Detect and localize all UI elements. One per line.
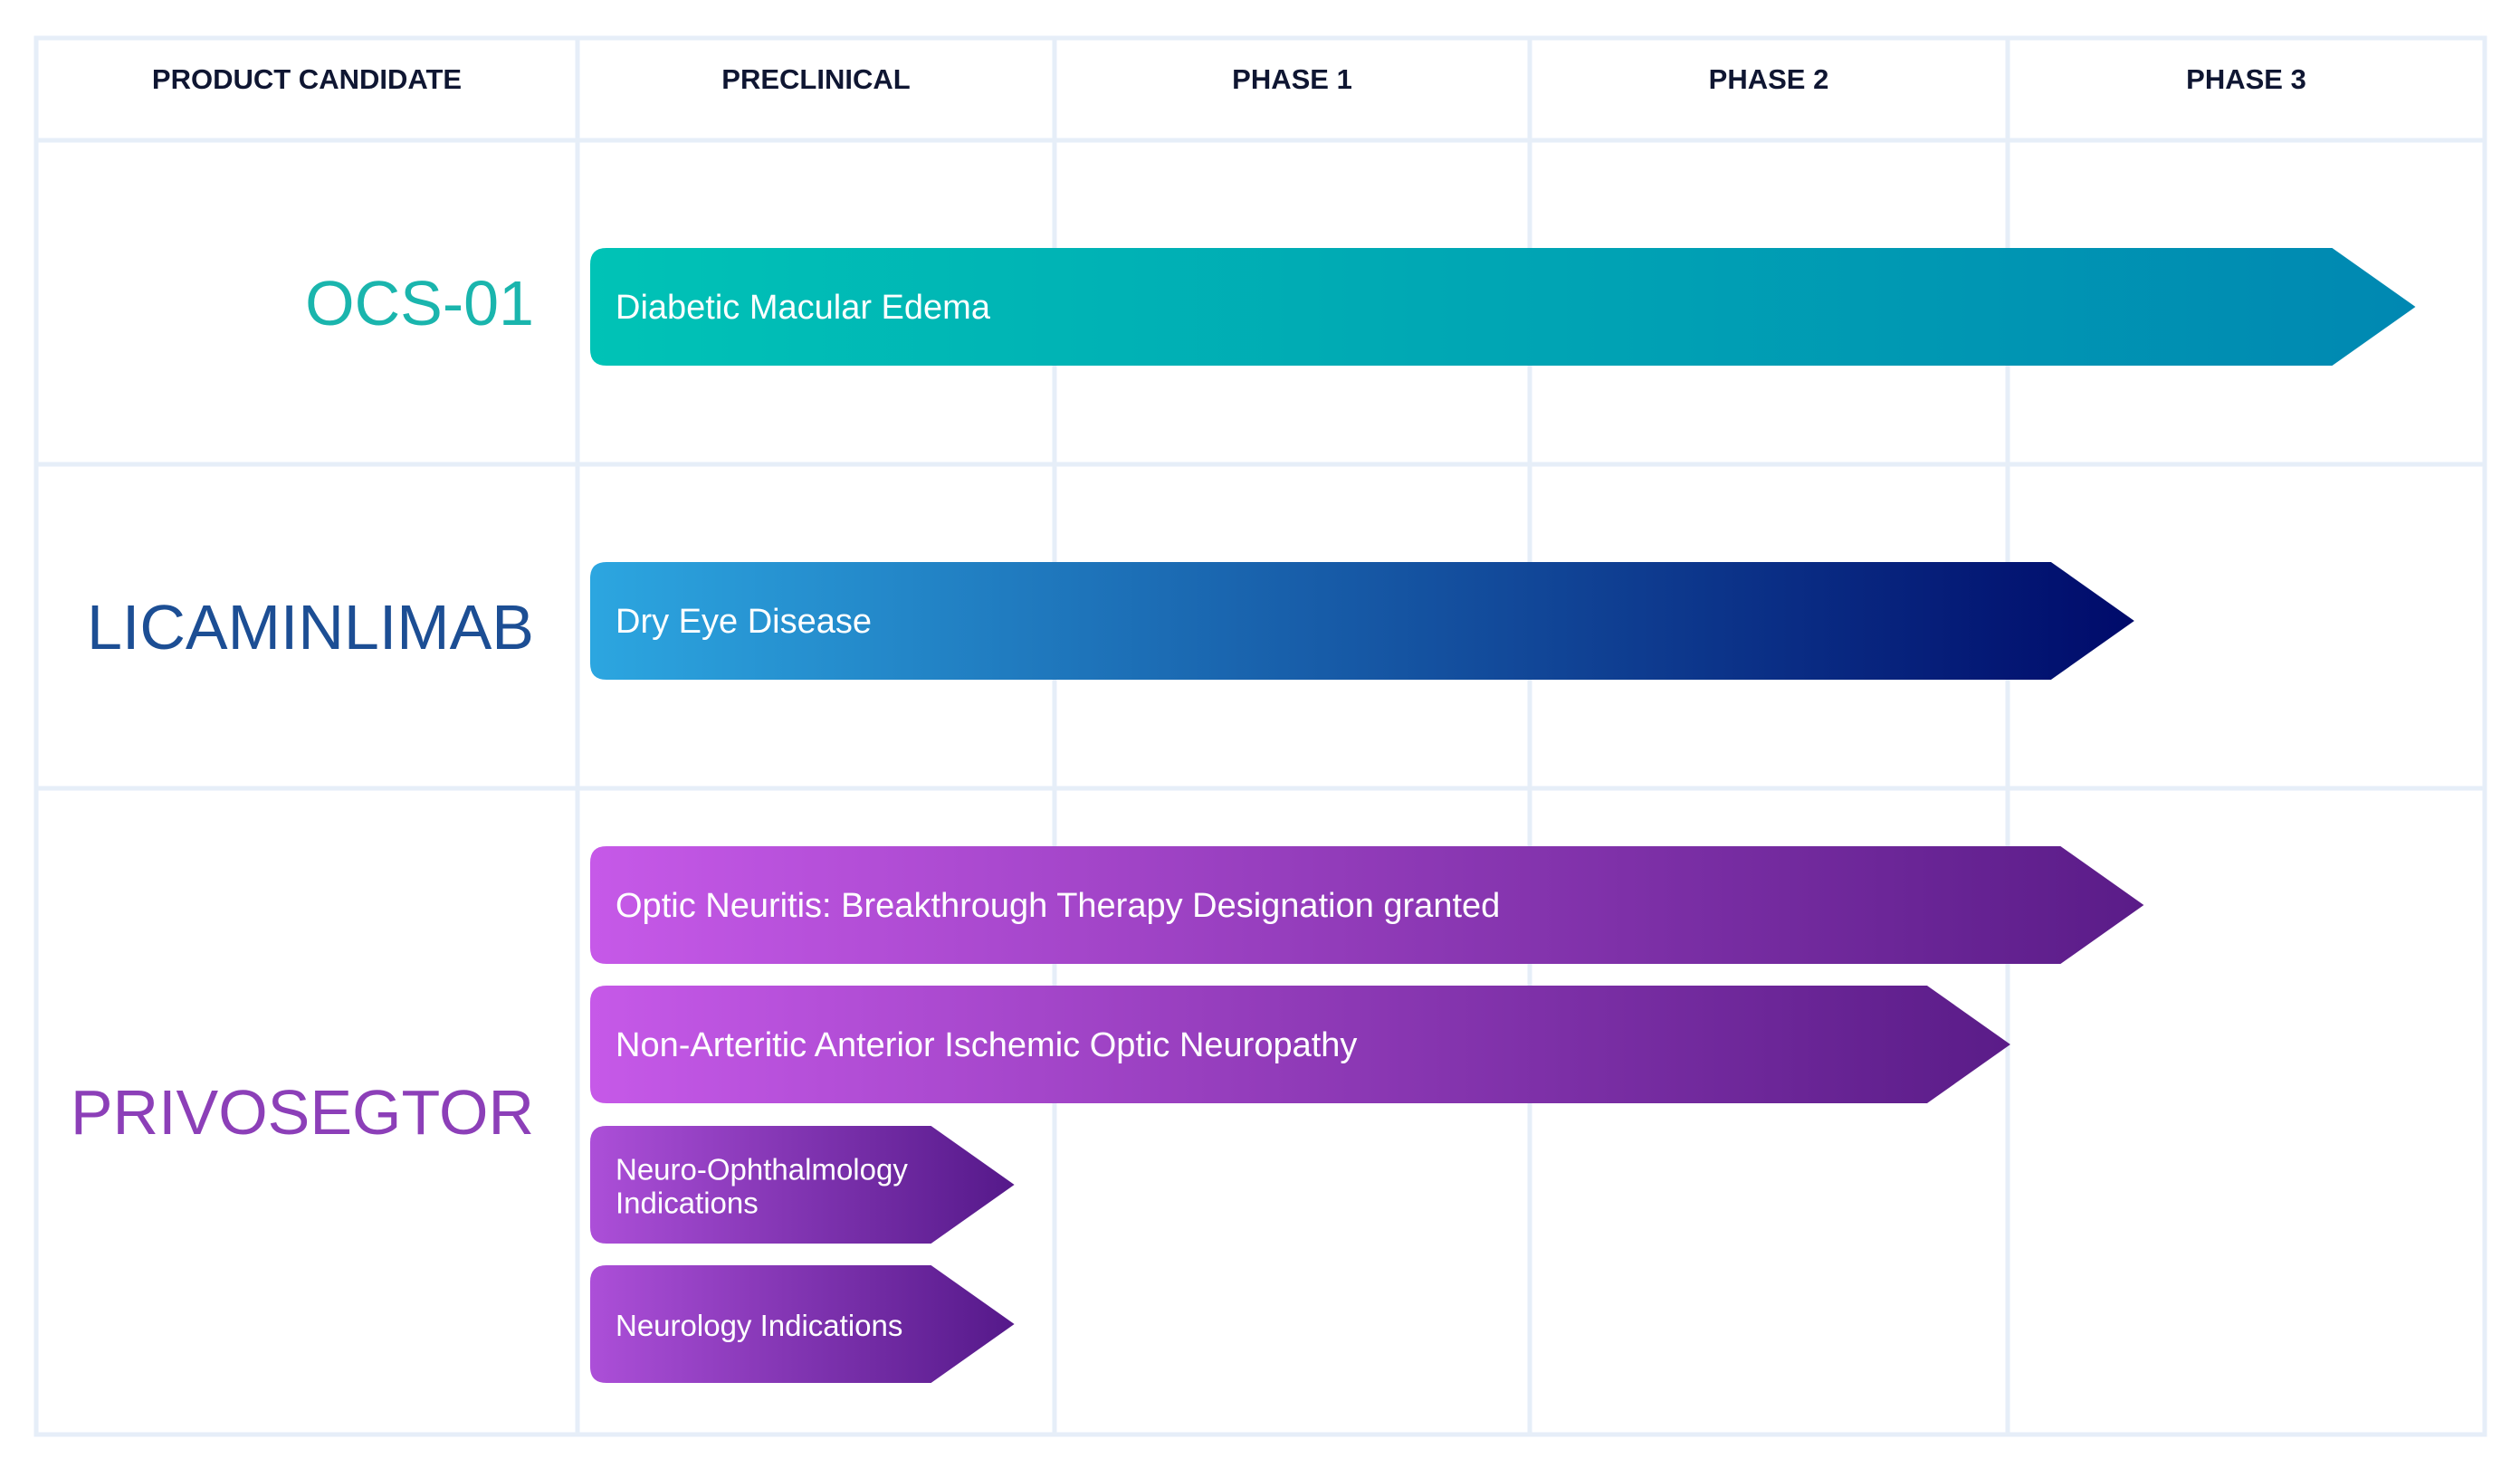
pipeline-bar-dry-eye-disease bbox=[590, 562, 2134, 680]
bar-label: Diabetic Macular Edema bbox=[616, 289, 991, 327]
bar-label: Neurology Indications bbox=[616, 1309, 902, 1342]
pipeline-bar-neurology-indications bbox=[590, 1265, 1015, 1383]
bar-label: Dry Eye Disease bbox=[616, 603, 872, 641]
pipeline-bar-neuro-ophthalmology-indications bbox=[590, 1126, 1015, 1244]
column-header-phase-3: PHASE 3 bbox=[2186, 63, 2306, 95]
bar-label: Non-Arteritic Anterior Ischemic Optic Ne… bbox=[616, 1026, 1357, 1064]
pipeline-bar-diabetic-macular-edema bbox=[590, 248, 2416, 366]
product-row-privosegtor: PRIVOSEGTOR Optic Neuritis: Breakthrough … bbox=[71, 846, 2144, 1383]
product-name: LICAMINLIMAB bbox=[87, 592, 534, 663]
column-header-product-candidate: PRODUCT CANDIDATE bbox=[152, 63, 462, 95]
column-header-preclinical: PRECLINICAL bbox=[721, 63, 910, 95]
product-rows: OCS-01 Diabetic Macular EdemaLICAMINLIMAB… bbox=[71, 248, 2416, 1383]
bar-label: Indications bbox=[616, 1187, 759, 1220]
product-row-ocs-01: OCS-01 Diabetic Macular Edema bbox=[305, 248, 2416, 366]
pipeline-bar-non-arteritic-anterior-ischemic-optic-neuropathy bbox=[590, 986, 2010, 1103]
product-name: OCS-01 bbox=[305, 268, 534, 338]
column-header-phase-1: PHASE 1 bbox=[1232, 63, 1352, 95]
grid-frame bbox=[33, 35, 2487, 1437]
bar-label: Optic Neuritis: Breakthrough Therapy Des… bbox=[616, 887, 1500, 925]
product-name: PRIVOSEGTOR bbox=[71, 1077, 534, 1148]
bar-label: Neuro-Ophthalmology bbox=[616, 1153, 908, 1187]
product-row-licaminlimab: LICAMINLIMAB Dry Eye Disease bbox=[87, 562, 2134, 680]
pipeline-grid bbox=[33, 35, 2487, 1437]
column-header-phase-2: PHASE 2 bbox=[1709, 63, 1829, 95]
phase-headers: PRODUCT CANDIDATE PRECLINICAL PHASE 1 PHASE… bbox=[152, 63, 2306, 95]
pipeline-bar-optic-neuritis-breakthrough-therapy-designation-granted bbox=[590, 846, 2144, 964]
